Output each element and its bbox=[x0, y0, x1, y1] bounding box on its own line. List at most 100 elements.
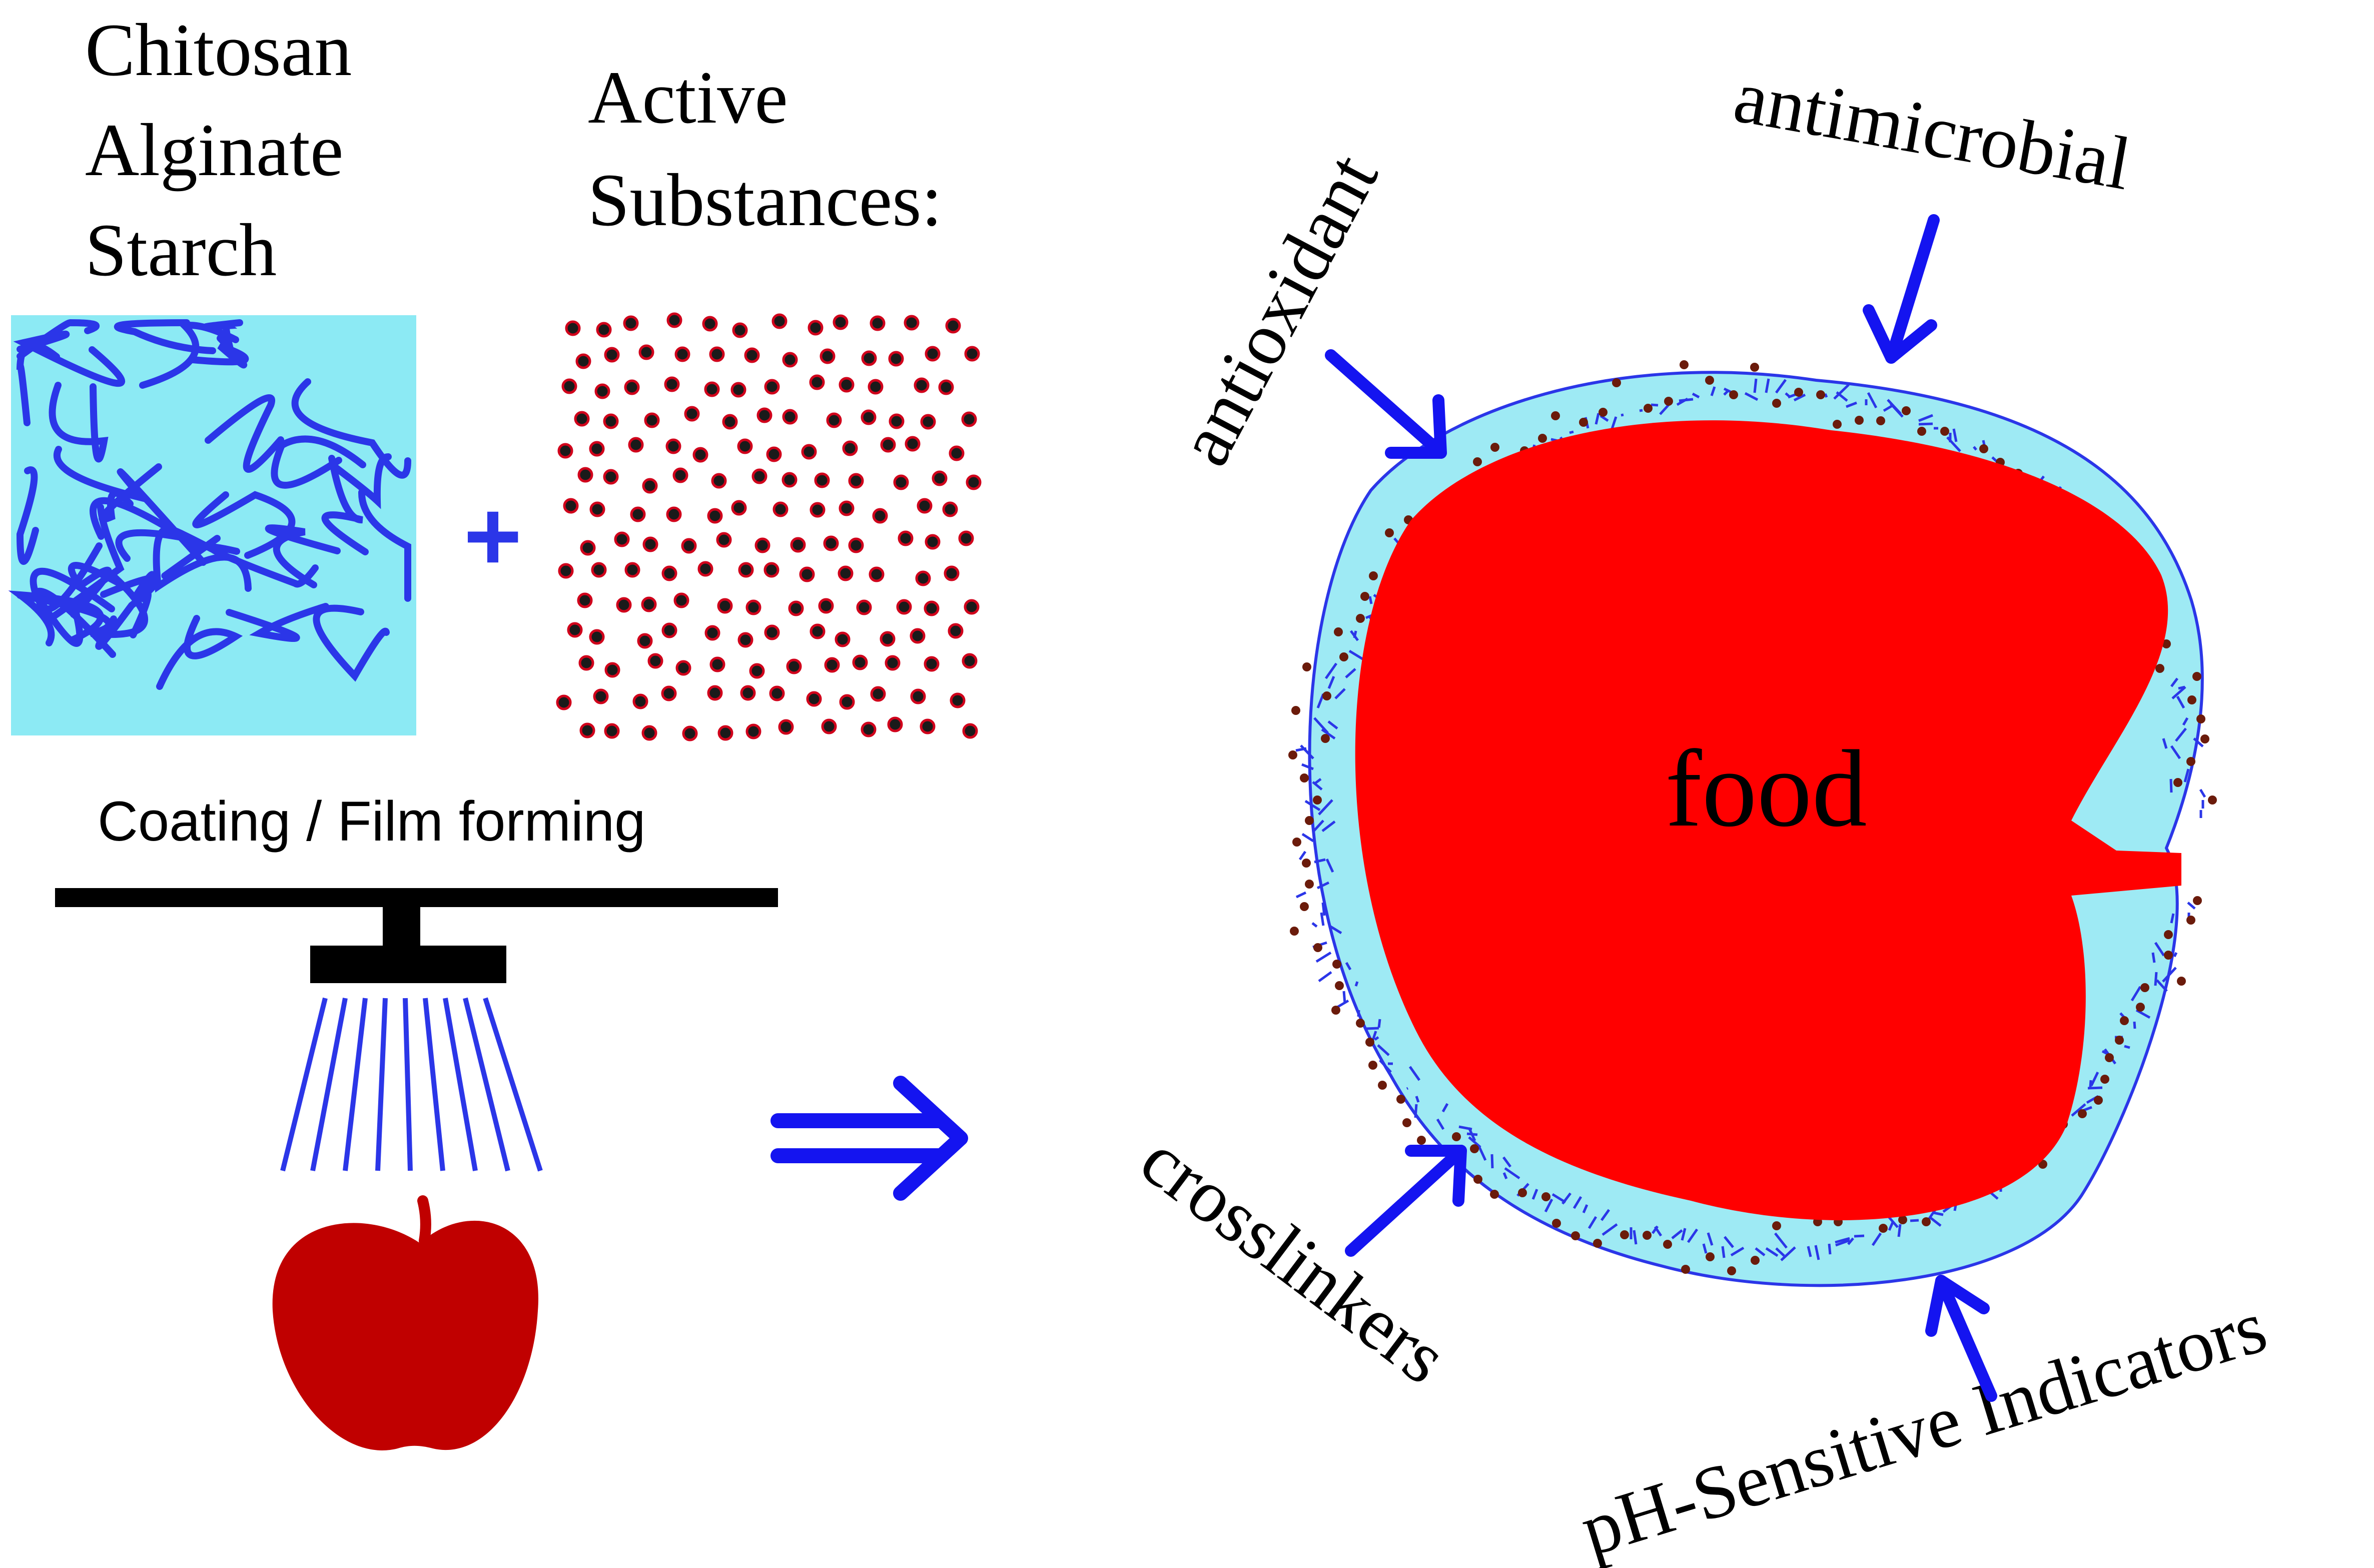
active-particle bbox=[766, 446, 782, 462]
active-particle bbox=[872, 508, 888, 524]
active-particle bbox=[594, 383, 610, 399]
active-particle bbox=[810, 623, 826, 639]
coating-particle bbox=[1292, 838, 1301, 847]
coating-particle bbox=[2094, 1096, 2103, 1105]
coating-particle bbox=[1305, 816, 1314, 825]
coating-fiber bbox=[1846, 401, 1857, 408]
active-particle bbox=[966, 474, 982, 490]
coating-particle bbox=[1305, 880, 1314, 889]
coating-fiber bbox=[2133, 1021, 2136, 1029]
coating-particle bbox=[1902, 406, 1911, 415]
coating-particle bbox=[1750, 363, 1759, 372]
ph-indicators-arrow-icon bbox=[1925, 1275, 1997, 1402]
antioxidant-arrow-icon bbox=[1325, 349, 1447, 459]
coating-fiber bbox=[1814, 1245, 1820, 1260]
active-particle bbox=[744, 347, 760, 363]
active-particle bbox=[842, 440, 858, 456]
active-particle bbox=[661, 622, 677, 638]
polymer-fiber bbox=[189, 335, 249, 369]
coating-fiber bbox=[1327, 676, 1335, 689]
coating-particle bbox=[2164, 951, 2173, 960]
active-particle bbox=[839, 500, 855, 516]
active-particle bbox=[604, 347, 620, 363]
coating-fiber bbox=[1775, 379, 1787, 394]
coating-particle bbox=[2186, 757, 2195, 766]
coating-particle bbox=[2200, 734, 2209, 743]
active-particle bbox=[962, 653, 978, 669]
coating-fiber bbox=[1671, 1229, 1683, 1239]
active-particle bbox=[910, 628, 926, 644]
coating-fiber bbox=[1441, 1103, 1449, 1113]
antioxidant-label: antioxidant bbox=[1162, 141, 1394, 478]
active-particle bbox=[684, 406, 700, 422]
coating-particle bbox=[2115, 1036, 2124, 1045]
coating-fiber bbox=[1325, 858, 1334, 873]
active-particle bbox=[790, 537, 806, 553]
coating-particle bbox=[2177, 977, 2186, 986]
active-particle bbox=[852, 654, 868, 670]
active-particle bbox=[810, 502, 826, 518]
active-particle bbox=[707, 685, 723, 701]
coating-fiber bbox=[1835, 1239, 1850, 1247]
coating-fiber bbox=[1414, 1104, 1418, 1118]
active-particle bbox=[661, 685, 677, 701]
coating-particle bbox=[1334, 627, 1343, 636]
active-particle bbox=[593, 688, 609, 704]
active-particle bbox=[920, 718, 936, 734]
active-particle bbox=[925, 534, 941, 550]
coating-fiber bbox=[1946, 436, 1961, 452]
active-particle bbox=[709, 656, 725, 672]
coating-fiber bbox=[1368, 596, 1373, 604]
coating-fiber bbox=[1724, 1236, 1734, 1248]
coating-fiber bbox=[2124, 1045, 2130, 1049]
coating-fiber bbox=[1897, 1224, 1902, 1237]
coating-particle bbox=[2100, 1075, 2109, 1084]
active-particle bbox=[641, 596, 657, 612]
active-particle bbox=[596, 322, 612, 338]
active-particle bbox=[737, 438, 753, 454]
coating-fiber bbox=[2162, 967, 2177, 983]
coating-fiber bbox=[1910, 1219, 1919, 1222]
coating-fiber bbox=[1973, 446, 1977, 451]
active-particle bbox=[809, 374, 825, 390]
polymer-fiber bbox=[114, 319, 216, 354]
coating-particle bbox=[1663, 1240, 1672, 1249]
coating-fiber bbox=[1377, 1044, 1390, 1056]
active-particle bbox=[938, 379, 954, 395]
active-particle bbox=[917, 498, 933, 514]
active-substances-label: Active Substances: bbox=[588, 56, 942, 242]
coating-fiber bbox=[1334, 688, 1346, 699]
polymer-fibers bbox=[8, 319, 412, 690]
active-particle bbox=[764, 624, 780, 640]
active-particle bbox=[814, 472, 830, 488]
coating-fiber bbox=[1569, 430, 1574, 434]
coating-particle bbox=[1356, 1019, 1365, 1028]
coating-fiber bbox=[1639, 409, 1643, 412]
coating-fiber bbox=[1702, 1243, 1708, 1254]
food-label: food bbox=[1665, 727, 1867, 850]
active-particle bbox=[838, 565, 854, 581]
coating-fiber bbox=[1687, 1228, 1699, 1243]
coating-particle bbox=[1335, 981, 1344, 990]
coating-fiber bbox=[1298, 851, 1307, 861]
active-particle bbox=[869, 566, 885, 582]
coating-fiber bbox=[2151, 952, 2156, 963]
active-particle bbox=[702, 316, 718, 332]
coating-fiber bbox=[1692, 392, 1700, 399]
active-particle bbox=[682, 725, 698, 741]
active-particle bbox=[709, 346, 725, 362]
active-particle bbox=[632, 693, 648, 709]
coating-particle bbox=[1552, 1219, 1561, 1228]
active-particle bbox=[666, 506, 682, 522]
coating-fiber bbox=[1406, 1087, 1409, 1090]
active-particle bbox=[574, 411, 590, 427]
coating-particle bbox=[2155, 664, 2164, 673]
coating-particle bbox=[1331, 1006, 1340, 1015]
active-particle bbox=[675, 660, 691, 676]
active-substance-particles bbox=[556, 312, 982, 741]
coating-fiber bbox=[1312, 781, 1323, 791]
active-particle bbox=[624, 562, 640, 578]
active-particle bbox=[806, 691, 822, 707]
coating-particle bbox=[1551, 411, 1560, 420]
active-particle bbox=[887, 716, 903, 732]
